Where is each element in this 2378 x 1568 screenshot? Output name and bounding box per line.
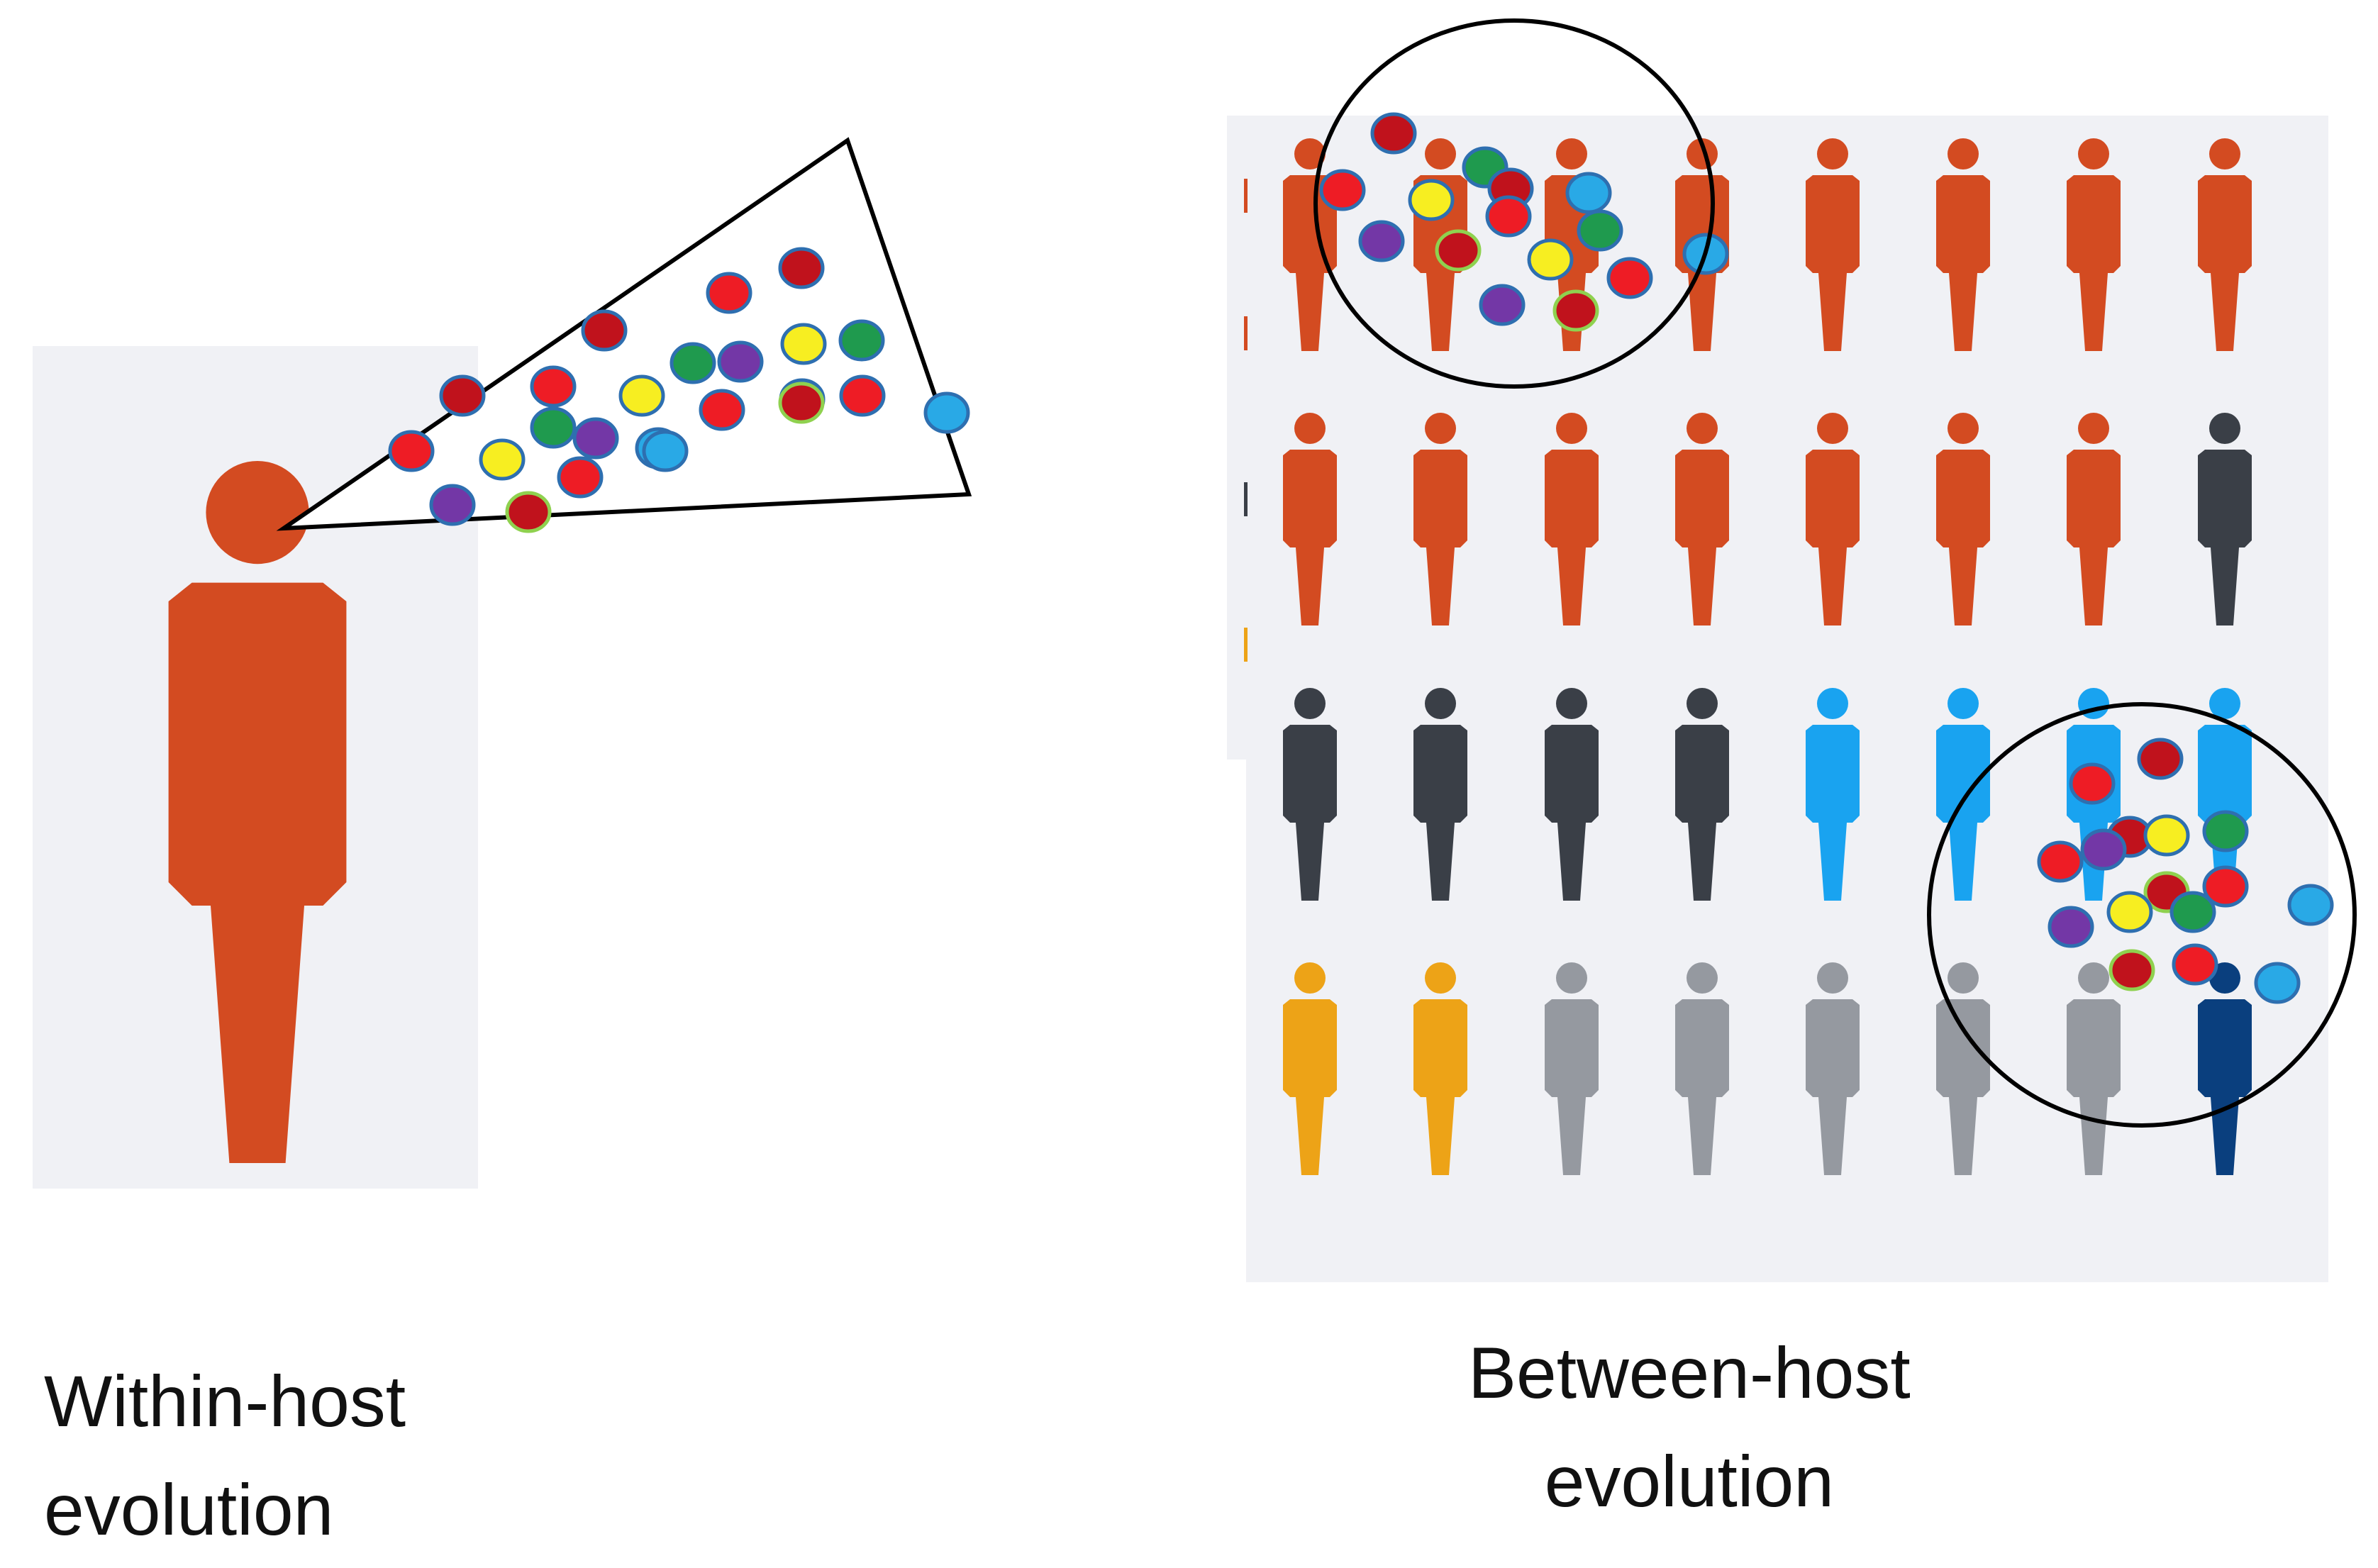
edge-mark: [1244, 316, 1248, 350]
virus-particle-icon: [1552, 289, 1599, 332]
virus-particle-icon: [388, 430, 435, 472]
between-host-caption-line1: Between-host: [1468, 1333, 1911, 1413]
edge-mark: [1244, 482, 1248, 516]
between-host-caption: Between-host evolution: [1468, 1319, 1911, 1536]
host-person-icon: [2198, 413, 2252, 625]
virus-particle-icon: [2202, 810, 2249, 852]
host-person-icon: [1936, 413, 1990, 625]
host-person-icon: [1675, 413, 1729, 625]
single-host-person-icon: [168, 461, 347, 1163]
host-person-icon: [1806, 962, 1860, 1175]
between-host-variant-cluster-bottom: [2037, 738, 2334, 1004]
virus-particle-icon: [1606, 257, 1653, 299]
virus-particle-icon: [717, 340, 764, 383]
virus-particle-icon: [2287, 884, 2334, 926]
virus-particle-icon: [2106, 891, 2153, 933]
edge-mark: [1244, 628, 1248, 662]
host-person-icon: [1936, 138, 1990, 351]
between-host-variant-cluster-top: [1319, 112, 1729, 332]
virus-particle-icon: [530, 406, 577, 449]
virus-particle-icon: [1319, 169, 1366, 211]
virus-particle-icon: [2143, 814, 2190, 857]
within-host-caption-line2: evolution: [44, 1469, 334, 1550]
virus-particle-icon: [581, 309, 628, 352]
virus-particle-icon: [1435, 229, 1482, 272]
host-person-icon: [1675, 688, 1729, 901]
virus-particle-icon: [839, 374, 886, 417]
host-person-icon: [2067, 962, 2121, 1175]
virus-particle-icon: [2080, 828, 2127, 871]
virus-particle-icon: [530, 365, 577, 408]
virus-particle-icon: [1485, 195, 1532, 238]
virus-particle-icon: [1565, 172, 1612, 214]
host-person-icon: [168, 461, 347, 1163]
virus-particle-icon: [2137, 738, 2184, 780]
host-person-icon: [2198, 138, 2252, 351]
virus-particle-icon: [780, 323, 827, 365]
virus-particle-icon: [642, 430, 689, 472]
between-host-caption-line2: evolution: [1544, 1441, 1835, 1522]
host-person-icon: [1545, 688, 1599, 901]
host-person-icon: [1936, 962, 1990, 1175]
host-person-icon: [1283, 962, 1337, 1175]
virus-particle-icon: [1408, 179, 1455, 221]
virus-particle-icon: [1577, 209, 1623, 252]
within-host-caption: Within-host evolution: [44, 1347, 406, 1564]
host-person-icon: [1283, 688, 1337, 901]
host-person-icon: [1545, 413, 1599, 625]
virus-particle-icon: [439, 374, 486, 417]
host-person-icon: [1936, 688, 1990, 901]
cluster-circle-icon: [1927, 702, 2357, 1128]
virus-particle-icon: [2172, 943, 2218, 986]
cluster-circle-icon: [1313, 18, 1715, 389]
virus-particle-icon: [923, 391, 970, 434]
host-person-icon: [1283, 138, 1337, 351]
virus-particle-icon: [2108, 949, 2155, 991]
virus-particle-icon: [778, 247, 825, 289]
within-host-caption-line1: Within-host: [44, 1361, 406, 1442]
virus-particle-icon: [429, 484, 476, 526]
virus-particle-icon: [1527, 238, 1574, 281]
virus-particle-icon: [618, 374, 665, 417]
host-person-icon: [2067, 413, 2121, 625]
host-person-icon: [1413, 962, 1467, 1175]
virus-particle-icon: [479, 438, 526, 481]
virus-particle-icon: [778, 382, 825, 424]
host-person-icon: [1675, 962, 1729, 1175]
virus-particle-icon: [2048, 906, 2094, 948]
host-person-icon: [2067, 138, 2121, 351]
host-person-icon: [1413, 688, 1467, 901]
virus-particle-icon: [2202, 865, 2249, 908]
edge-mark: [1244, 179, 1248, 213]
virus-particle-icon: [2169, 891, 2216, 933]
virus-particle-icon: [706, 272, 752, 314]
virus-particle-icon: [1358, 220, 1405, 262]
virus-particle-icon: [669, 342, 716, 384]
virus-particle-icon: [838, 319, 885, 362]
virus-particle-icon: [1479, 284, 1526, 326]
virus-particle-icon: [1370, 112, 1417, 155]
virus-particle-icon: [2037, 840, 2084, 883]
between-host-panel: [1227, 116, 2328, 760]
host-person-icon: [1283, 413, 1337, 625]
host-person-icon: [1545, 962, 1599, 1175]
host-person-icon: [1413, 413, 1467, 625]
host-person-icon: [1806, 688, 1860, 901]
host-person-icon: [1806, 138, 1860, 351]
virus-particle-icon: [572, 417, 619, 460]
virus-particle-icon: [2254, 962, 2301, 1004]
host-person-icon: [1806, 413, 1860, 625]
virus-particle-icon: [699, 389, 745, 431]
virus-particle-icon: [557, 456, 604, 499]
virus-particle-icon: [2069, 762, 2116, 805]
virus-particle-icon: [505, 491, 552, 533]
within-host-variant-cluster: [388, 247, 970, 533]
